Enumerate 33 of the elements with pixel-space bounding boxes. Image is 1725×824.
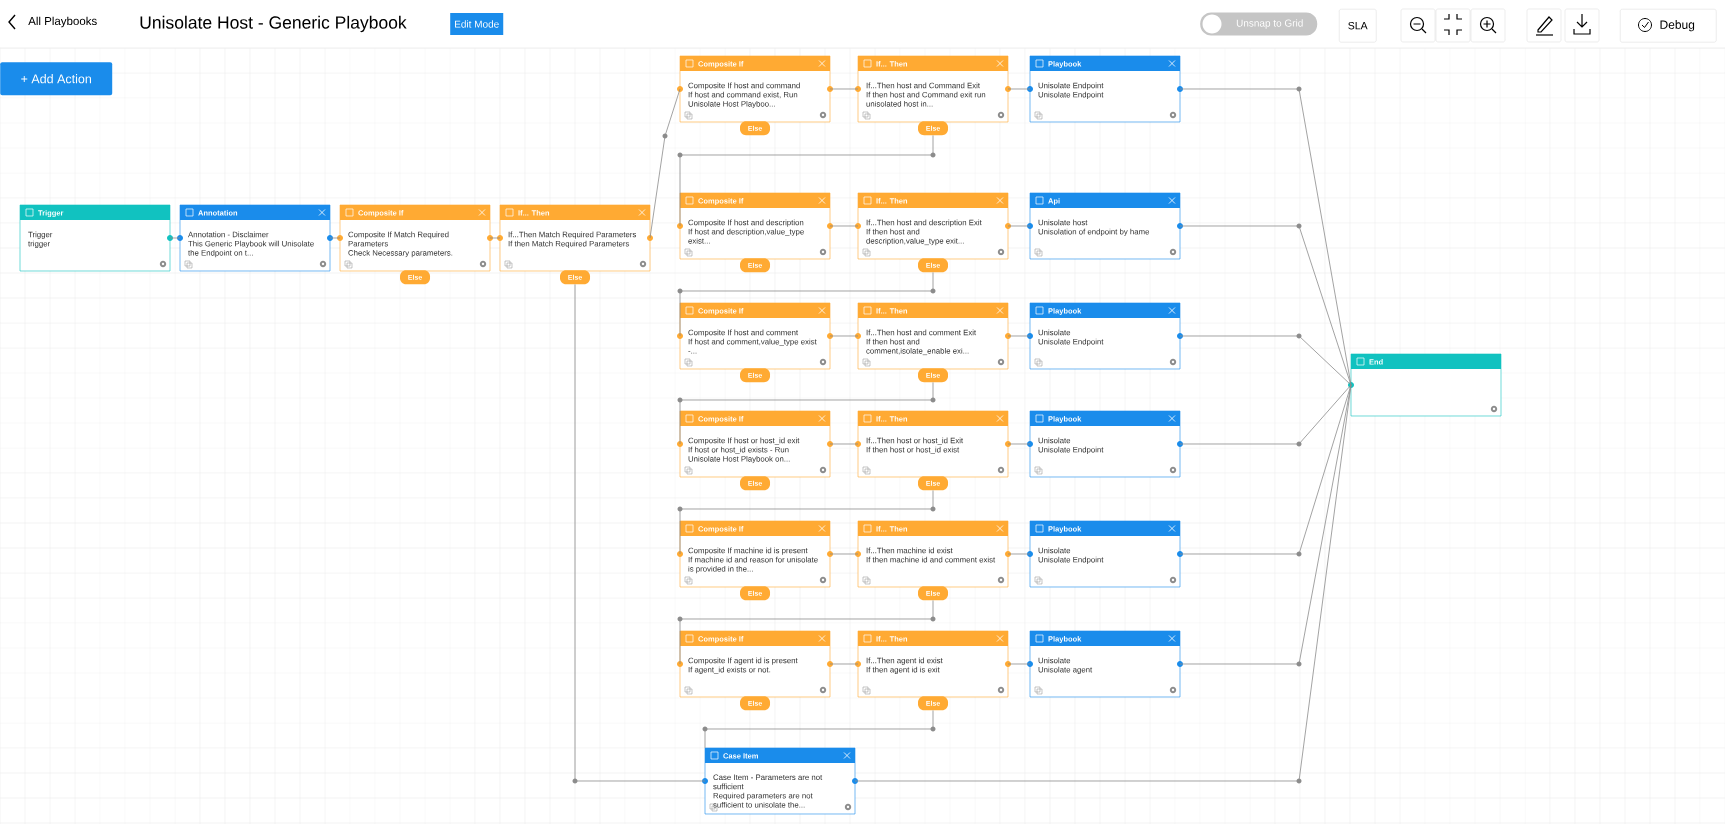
connector <box>677 490 936 555</box>
connector <box>829 225 859 227</box>
connector <box>1007 443 1031 445</box>
add-action-button: + Add Action <box>0 62 113 96</box>
mode-badge: Edit Mode <box>450 13 504 35</box>
connector <box>1179 333 1352 386</box>
back-link: All Playbooks <box>8 14 97 30</box>
debug-button: Debug <box>1620 9 1717 43</box>
connector <box>1007 663 1031 665</box>
connector <box>829 335 859 337</box>
connector <box>649 88 681 239</box>
connector <box>829 88 859 90</box>
connector <box>572 284 706 784</box>
connector <box>1007 88 1031 90</box>
connector <box>1179 223 1352 386</box>
connector <box>169 237 181 239</box>
connector <box>1007 335 1031 337</box>
connector <box>829 663 859 665</box>
sla-button: SLA <box>1339 9 1377 43</box>
connector <box>677 600 936 665</box>
connector <box>829 553 859 555</box>
connector <box>829 443 859 445</box>
page-title: Unisolate Host - Generic Playbook <box>140 15 407 33</box>
connector <box>1007 225 1031 227</box>
connector <box>677 135 936 227</box>
connector <box>677 272 936 337</box>
connector <box>1007 553 1031 555</box>
connector <box>854 384 1352 784</box>
connector <box>489 237 501 239</box>
connector <box>1179 384 1352 447</box>
connector <box>702 710 936 749</box>
connector <box>677 382 936 445</box>
connector <box>329 237 341 239</box>
